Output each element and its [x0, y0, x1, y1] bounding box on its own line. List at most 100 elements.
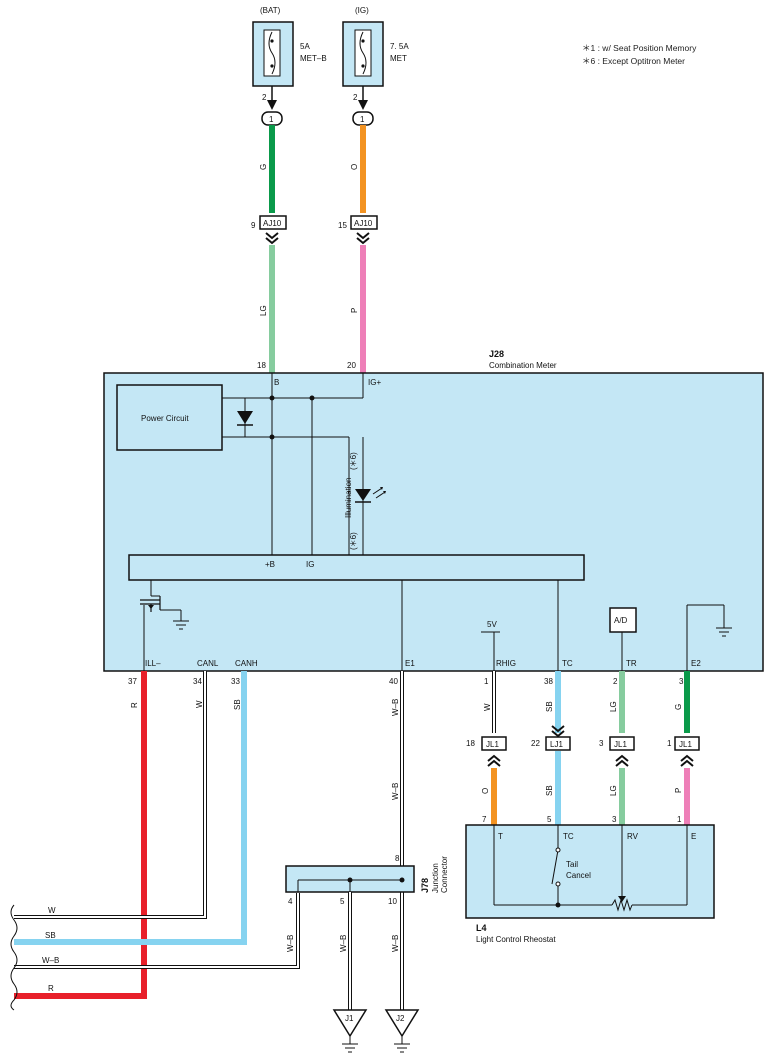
svg-text:JL1: JL1	[614, 740, 627, 749]
wire-e1-label-upper: W–B	[391, 699, 400, 716]
junction-name-2: Connector	[440, 856, 449, 893]
svg-text:18: 18	[466, 739, 475, 748]
wire-rhig-lower-label: O	[481, 788, 490, 794]
junction-id: J78	[420, 878, 430, 893]
wire-p-label: P	[350, 308, 359, 313]
wire-e2-g	[684, 671, 690, 733]
term-ill: ILL–	[145, 659, 161, 668]
meter-term-ig: IG+	[368, 378, 381, 387]
rheostat-id: L4	[476, 923, 487, 933]
note-1: ＊1 : w/ Seat Position Memory	[582, 43, 697, 53]
wire-g-label: G	[259, 164, 268, 170]
aj10-ig-label: AJ10	[354, 219, 373, 228]
fuse-bat-rating: 5A	[300, 42, 310, 51]
junction-name-1: Junction	[431, 863, 440, 893]
pin-canl: 34	[193, 677, 202, 686]
junction-wire-1-label: W–B	[286, 935, 295, 952]
pin-tr: 2	[613, 677, 618, 686]
pin-rhig: 1	[484, 677, 489, 686]
aj10-bat-label: AJ10	[263, 219, 282, 228]
junction-pin-5: 5	[340, 897, 345, 906]
fuse-ig-name: MET	[390, 54, 407, 63]
ad-label: A/D	[614, 616, 628, 625]
wire-tc-label: SB	[545, 701, 554, 712]
rheostat-pin-7: 7	[482, 815, 487, 824]
junction-pin-top: 8	[395, 854, 400, 863]
harness-break-icon	[10, 904, 18, 1011]
fuse-ig: (IG) 7. 5A MET 2 1	[342, 6, 409, 126]
svg-text:1: 1	[667, 739, 672, 748]
lj1-connector-2: 22 LJ1	[531, 736, 571, 751]
junction-pin-4: 4	[288, 897, 293, 906]
diode-icon	[237, 411, 253, 424]
rheostat-term-rv: RV	[627, 832, 639, 841]
wire-r	[14, 671, 147, 999]
meter-term-b: B	[274, 378, 279, 387]
fuse-bat-conn: 1	[269, 115, 274, 124]
fuse-ig-source: (IG)	[355, 6, 369, 15]
junction-pin-10: 10	[388, 897, 397, 906]
rheostat-term-t: T	[498, 832, 503, 841]
fuse-ig-conn: 1	[360, 115, 365, 124]
wire-p	[360, 245, 366, 373]
pin-e1: 40	[389, 677, 398, 686]
wire-w	[14, 671, 206, 918]
harness-sb: SB	[45, 931, 56, 940]
junction-wire-2-label: W–B	[339, 935, 348, 952]
ground-icon-e2	[716, 627, 732, 637]
term-canl: CANL	[197, 659, 219, 668]
term-e2: E2	[691, 659, 701, 668]
term-rhig: RHIG	[496, 659, 516, 668]
power-circuit-label: Power Circuit	[141, 414, 189, 423]
rheostat-pin-1: 1	[677, 815, 682, 824]
aj10-ig: 15 AJ10	[338, 215, 378, 245]
aj10-bat-pin: 9	[251, 221, 256, 230]
rheostat-term-tc: TC	[563, 832, 574, 841]
term-tr: TR	[626, 659, 637, 668]
meter-name: Combination Meter	[489, 361, 557, 370]
illum-label: Illumination	[344, 478, 353, 518]
wire-tc-sb	[555, 671, 561, 733]
svg-text:LJ1: LJ1	[550, 740, 563, 749]
rheostat-name: Light Control Rheostat	[476, 935, 556, 944]
wire-lg-label: LG	[259, 305, 268, 316]
svg-text:JL1: JL1	[679, 740, 692, 749]
switch-label-2: Cancel	[566, 871, 591, 880]
wire-e2-p	[684, 768, 690, 825]
light-control-rheostat	[465, 824, 715, 919]
wire-wb-left	[14, 893, 299, 968]
wire-e2-label: G	[674, 704, 683, 710]
bus-ig: IG	[306, 560, 314, 569]
fuse-bat: (BAT) 5A MET–B 2 1	[252, 6, 327, 126]
wire-rhig-label: W	[483, 703, 492, 711]
pin-e2: 3	[679, 677, 684, 686]
wire-g	[269, 125, 275, 213]
wire-lg	[269, 245, 275, 373]
harness-w: W	[48, 906, 56, 915]
wire-r-label: R	[130, 702, 139, 708]
wire-e2-lower-label: P	[674, 788, 683, 793]
wire-tc-lower-label: SB	[545, 785, 554, 796]
wire-tr-lg-lower	[619, 768, 625, 825]
wire-w-label: W	[195, 700, 204, 708]
aj10-ig-pin: 15	[338, 221, 347, 230]
rheostat-pin-3: 3	[612, 815, 617, 824]
illum-note-bottom: (＊6)	[349, 532, 358, 550]
harness-wb: W–B	[42, 956, 59, 965]
ground-j2-label: J2	[396, 1014, 405, 1023]
meter-pin-b: 18	[257, 361, 266, 370]
fuse-ig-rating: 7. 5A	[390, 42, 409, 51]
term-canh: CANH	[235, 659, 258, 668]
jl1-connector-3: 3 JL1	[599, 736, 635, 767]
fuse-bat-pin: 2	[262, 93, 267, 102]
wire-tr-lower-label: LG	[609, 785, 618, 796]
wire-o-label: O	[350, 164, 359, 170]
note-2: ＊6 : Except Optitron Meter	[582, 56, 685, 66]
wire-sb	[14, 671, 247, 945]
illum-note-top: (＊6)	[349, 452, 358, 470]
jl1-connector-1: 18 JL1	[466, 736, 507, 767]
svg-text:22: 22	[531, 739, 540, 748]
meter-id: J28	[489, 349, 504, 359]
wire-e1-label-lower: W–B	[391, 783, 400, 800]
